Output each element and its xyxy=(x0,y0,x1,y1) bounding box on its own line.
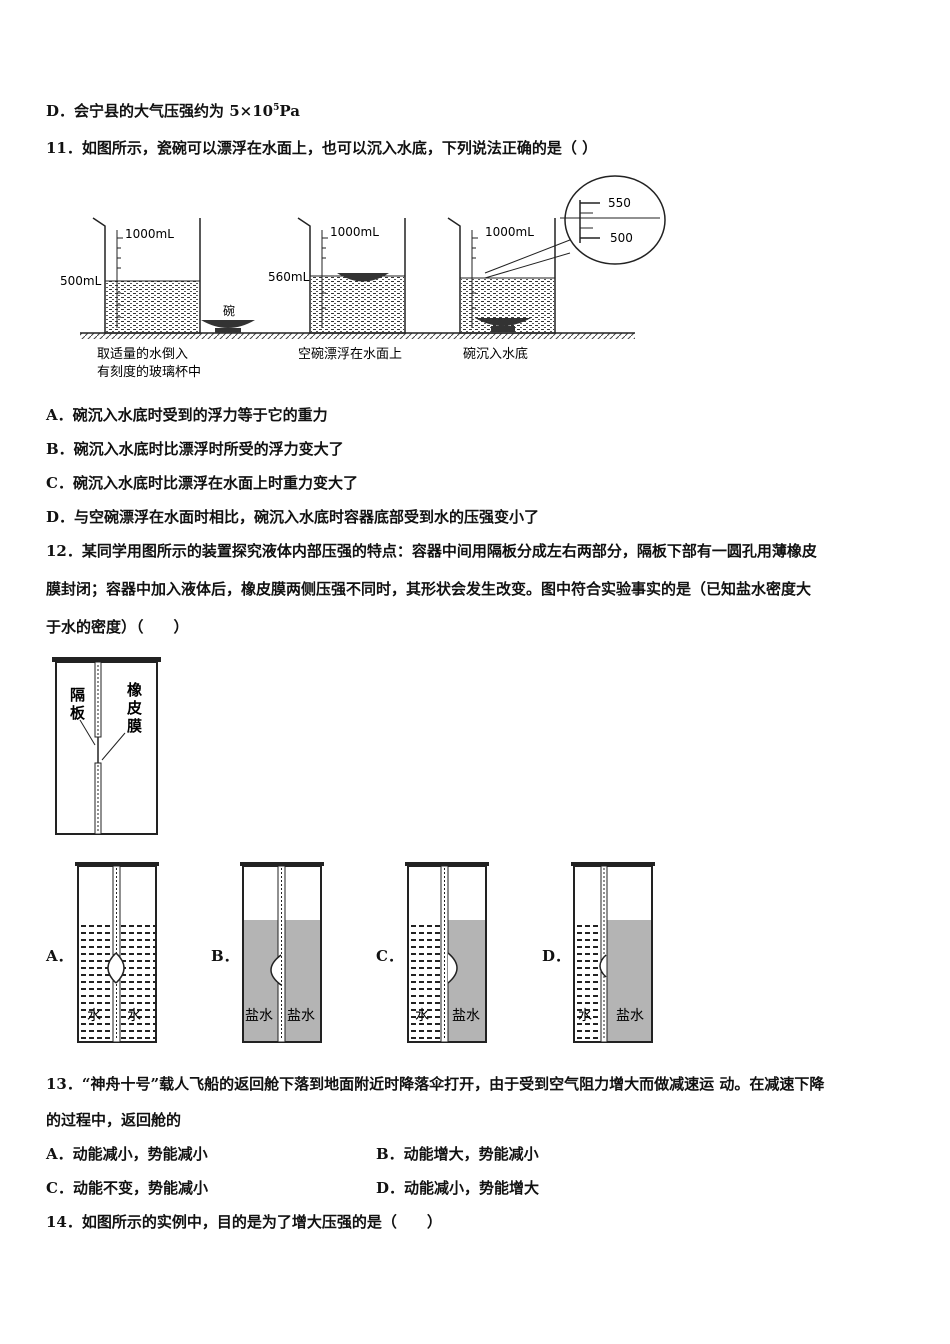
q11-zoom-550: 550 xyxy=(608,196,631,210)
q11-ground xyxy=(80,333,635,339)
q11-beaker-2: 1000mL 560mL xyxy=(268,217,406,334)
q11-figure: 1000mL 500mL 碗 1000mL 560mL xyxy=(60,175,666,380)
q12-label-partition-2: 板 xyxy=(70,704,86,722)
q13-option-a[interactable]: A．动能减小，势能减小 xyxy=(46,1145,208,1163)
q11-zoom-circle: 550 500 xyxy=(560,175,666,265)
q11-level-560: 560mL xyxy=(268,270,310,284)
q12-choice-d-figure[interactable]: 水 盐水 xyxy=(568,860,658,1045)
q11-option-c[interactable]: C．碗沉入水底时比漂浮在水面上时重力变大了 xyxy=(46,474,358,492)
q13-option-c[interactable]: C．动能不变，势能减小 xyxy=(46,1179,208,1197)
q11-beaker-3-top-label: 1000mL xyxy=(485,225,534,239)
q13-stem-line-1: 13．“神舟十号”载人飞船的返回舱下落到地面附近时降落伞打开，由于受到空气阻力增… xyxy=(46,1075,825,1093)
q11-level-500: 500mL xyxy=(60,274,102,288)
q12-choice-c-label[interactable]: C． xyxy=(376,947,403,965)
q12-choice-b-right-label: 盐水 xyxy=(287,1008,315,1024)
q12-choice-a-label[interactable]: A． xyxy=(46,947,73,965)
q11-beaker-3: 1000mL xyxy=(447,217,576,334)
q12-choice-b-label[interactable]: B． xyxy=(211,947,239,965)
q12-stem-line-2: 膜封闭；容器中加入液体后，橡皮膜两侧压强不同时，其形状会发生改变。图中符合实验事… xyxy=(46,580,812,598)
q10-option-d-text: D．会宁县的大气压强约为 5×10 xyxy=(46,102,274,120)
q12-choice-c-figure[interactable]: 水 盐水 xyxy=(402,860,492,1045)
q11-zoom-500: 500 xyxy=(610,231,633,245)
q11-option-b[interactable]: B．碗沉入水底时比漂浮时所受的浮力变大了 xyxy=(46,440,344,458)
q11-caption-3: 碗沉入水底 xyxy=(463,346,528,362)
q13-option-b[interactable]: B．动能增大，势能减小 xyxy=(376,1145,539,1163)
q11-beaker-1-top-label: 1000mL xyxy=(125,227,174,241)
q12-choice-d-left-label: 水 xyxy=(578,1008,592,1024)
q12-choice-d-right-label: 盐水 xyxy=(616,1008,644,1024)
q12-label-partition-1: 隔 xyxy=(70,686,85,704)
q11-beaker-2-top-label: 1000mL xyxy=(330,225,379,239)
q12-label-membrane-1: 橡 xyxy=(127,681,143,699)
q12-choice-c-left-label: 水 xyxy=(415,1008,429,1024)
q12-label-membrane-2: 皮 xyxy=(127,699,142,717)
q10-option-d-unit: Pa xyxy=(279,102,300,120)
q11-stem: 11．如图所示，瓷碗可以漂浮在水面上，也可以沉入水底，下列说法正确的是（ ） xyxy=(46,139,598,157)
q12-choice-a-left-label: 水 xyxy=(87,1008,101,1024)
q10-option-d-exponent: 5 xyxy=(273,103,280,113)
q13-option-d[interactable]: D．动能减小，势能增大 xyxy=(376,1179,540,1197)
q11-bowl-on-table: 碗 xyxy=(201,303,255,333)
q11-bowl-label: 碗 xyxy=(223,303,235,318)
q11-caption-1b: 有刻度的玻璃杯中 xyxy=(97,364,201,380)
q12-apparatus-figure: 隔 板 橡 皮 膜 xyxy=(52,657,161,835)
q12-label-membrane-3: 膜 xyxy=(127,717,142,735)
q11-caption-2: 空碗漂浮在水面上 xyxy=(298,346,402,362)
q12-choice-b-figure[interactable]: 盐水 盐水 xyxy=(237,860,327,1045)
q11-option-a[interactable]: A．碗沉入水底时受到的浮力等于它的重力 xyxy=(46,406,328,424)
q13-stem-line-2: 的过程中，返回舱的 xyxy=(46,1111,182,1129)
q12-choice-a-figure[interactable]: 水 水 xyxy=(72,860,162,1045)
q11-beaker-1: 1000mL 500mL xyxy=(60,217,201,334)
q12-choice-a-right-label: 水 xyxy=(127,1008,141,1024)
q10-option-d: D．会宁县的大气压强约为 5×105Pa xyxy=(46,100,300,121)
q14-stem: 14．如图所示的实例中，目的是为了增大压强的是（ ） xyxy=(46,1213,442,1231)
q12-choice-d-label[interactable]: D． xyxy=(542,947,571,965)
q11-option-d[interactable]: D．与空碗漂浮在水面时相比，碗沉入水底时容器底部受到水的压强变小了 xyxy=(46,508,540,526)
q12-choice-b-left-label: 盐水 xyxy=(245,1008,273,1024)
q12-stem-line-1: 12．某同学用图所示的装置探究液体内部压强的特点：容器中间用隔板分成左右两部分，… xyxy=(46,542,817,560)
q11-caption-1a: 取适量的水倒入 xyxy=(97,346,188,362)
q12-stem-line-3: 于水的密度）（ ） xyxy=(46,618,189,636)
q12-choice-c-right-label: 盐水 xyxy=(452,1008,480,1024)
